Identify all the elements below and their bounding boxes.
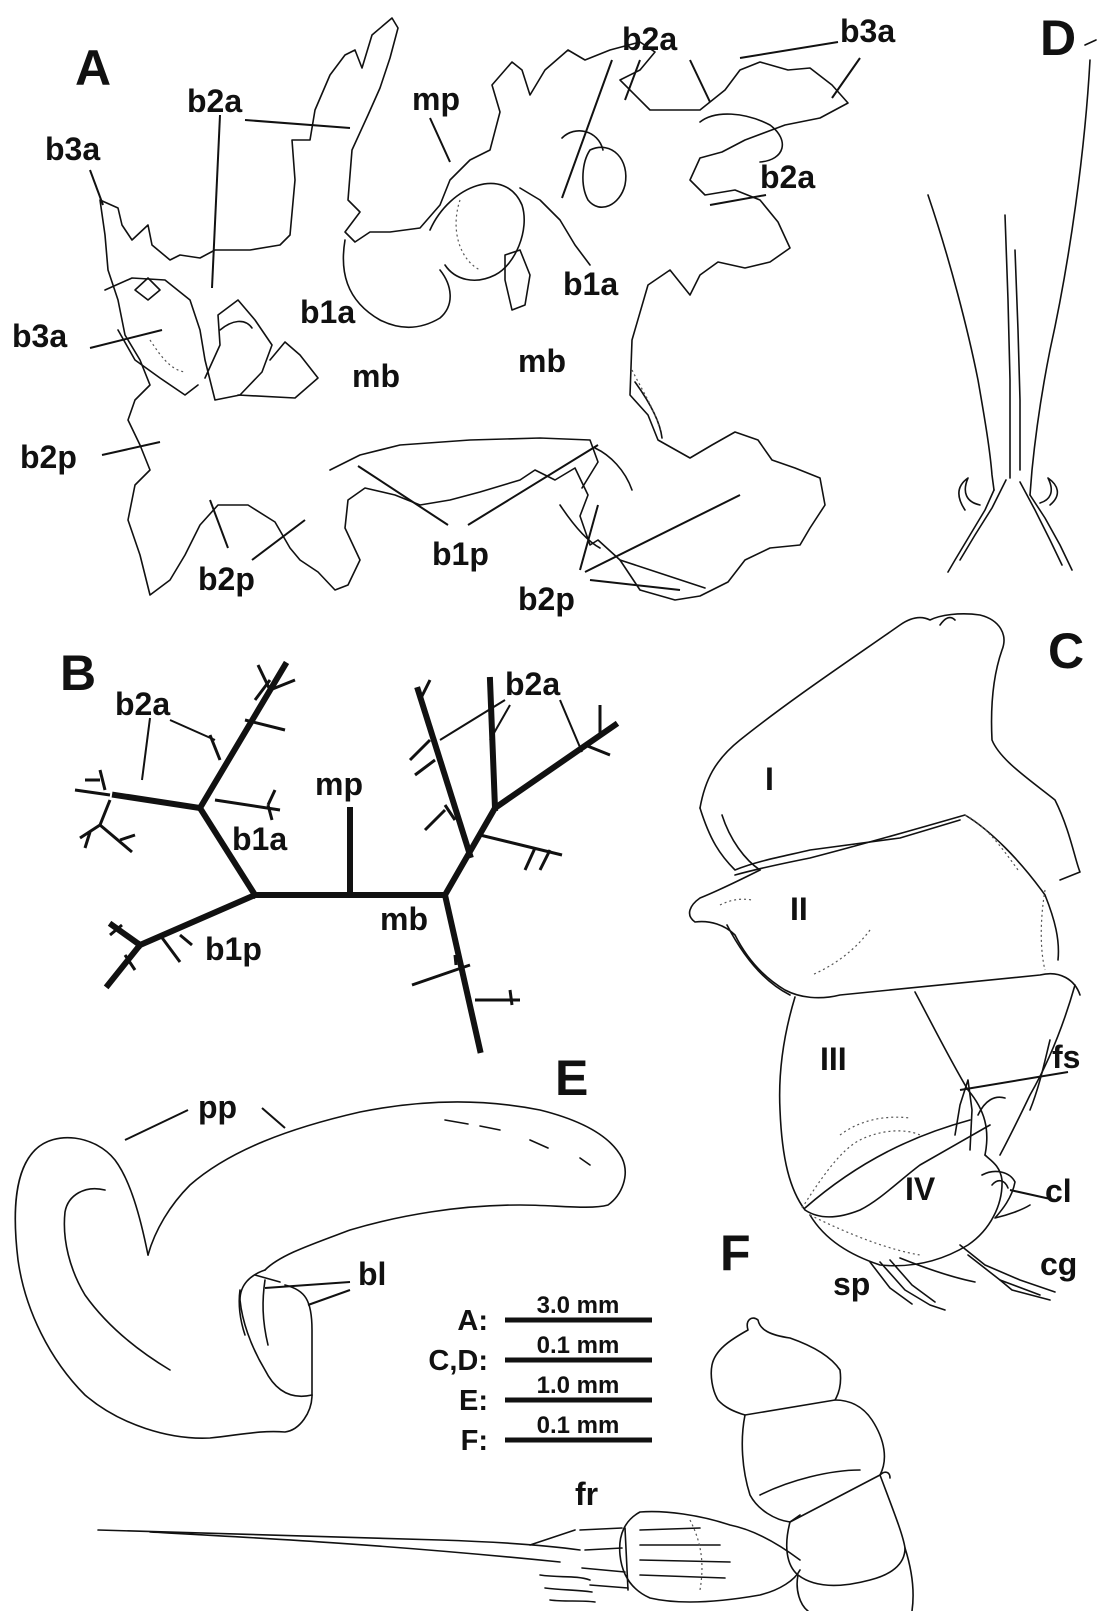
label-b-mp: mp — [315, 766, 363, 802]
label-a-b2a-right: b2a — [760, 159, 815, 195]
scale-bar-e: E: 1.0 mm — [459, 1372, 652, 1417]
scale-bar-a-value: 3.0 mm — [537, 1292, 620, 1319]
panel-b-tree — [108, 665, 615, 1050]
panel-a: A b3a b2a mp b2a b3a b2a b1a b1a b3a mb … — [12, 13, 895, 617]
label-a-b1a-right: b1a — [563, 266, 618, 302]
scale-bar-cd: C,D: 0.1 mm — [428, 1332, 652, 1377]
panel-a-letter: A — [75, 40, 111, 96]
label-c-cl: cl — [1045, 1173, 1072, 1209]
panel-e-leader-lines — [125, 1108, 350, 1305]
label-a-b2a-left: b2a — [187, 83, 242, 119]
label-a-b2p-left: b2p — [20, 439, 77, 475]
panel-c: C I II III IV fs cl cg sp — [690, 614, 1085, 1310]
label-b-mb: mb — [380, 901, 428, 937]
panel-c-drawing — [690, 614, 1080, 1310]
label-a-b2p-bottom: b2p — [198, 561, 255, 597]
label-b-b2a-right: b2a — [505, 666, 560, 702]
panel-e: E pp bl — [15, 1050, 625, 1438]
scale-bar-f: F: 0.1 mm — [461, 1412, 652, 1457]
label-a-b1a-left: b1a — [300, 294, 355, 330]
label-c-seg-i: I — [765, 761, 774, 797]
label-a-b3a-right: b3a — [840, 13, 895, 49]
scale-bar-f-value: 0.1 mm — [537, 1412, 620, 1439]
panel-e-letter: E — [555, 1050, 588, 1106]
label-c-seg-ii: II — [790, 891, 808, 927]
label-a-b2a-top: b2a — [622, 21, 677, 57]
scale-bar-a: A: 3.0 mm — [457, 1292, 652, 1337]
label-a-mb-left: mb — [352, 358, 400, 394]
label-a-b3a-mid: b3a — [12, 318, 67, 354]
label-c-seg-iii: III — [820, 1041, 847, 1077]
label-e-bl: bl — [358, 1256, 386, 1292]
scale-bar-cd-value: 0.1 mm — [537, 1332, 620, 1359]
label-e-pp: pp — [198, 1089, 237, 1125]
panel-c-letter: C — [1048, 623, 1084, 679]
label-a-mp: mp — [412, 81, 460, 117]
scale-bar-e-value: 1.0 mm — [537, 1372, 620, 1399]
label-c-seg-iv: IV — [905, 1171, 936, 1207]
label-b-b1a: b1a — [232, 821, 287, 857]
label-b-b2a-left: b2a — [115, 686, 170, 722]
panel-d-letter: D — [1040, 10, 1076, 66]
label-f-fr: fr — [575, 1476, 598, 1512]
label-a-b1p: b1p — [432, 536, 489, 572]
scale-bar-f-key: F: — [461, 1425, 488, 1457]
scale-bar-e-key: E: — [459, 1385, 488, 1417]
scale-bar-a-key: A: — [457, 1305, 488, 1337]
panel-d-drawing — [928, 40, 1096, 572]
scale-bar-cd-key: C,D: — [428, 1345, 488, 1377]
label-a-b3a-upper: b3a — [45, 131, 100, 167]
label-b-b1p: b1p — [205, 931, 262, 967]
panel-f-letter: F — [720, 1225, 751, 1281]
panel-e-drawing — [15, 1102, 625, 1438]
panel-d: D — [928, 10, 1096, 572]
panel-b-letter: B — [60, 645, 96, 701]
scale-bar-legend: A: 3.0 mm C,D: 0.1 mm E: 1.0 mm F: 0.1 m… — [428, 1292, 652, 1457]
label-c-cg: cg — [1040, 1246, 1077, 1282]
panel-f: F fr — [98, 1225, 913, 1611]
label-c-fs: fs — [1052, 1039, 1080, 1075]
panel-a-leader-lines — [90, 42, 860, 590]
label-a-b2p-right: b2p — [518, 581, 575, 617]
panel-b: B b2a mp b2a b1a mb b1p — [60, 645, 615, 1050]
label-c-sp: sp — [833, 1266, 870, 1302]
label-a-mb-right: mb — [518, 343, 566, 379]
